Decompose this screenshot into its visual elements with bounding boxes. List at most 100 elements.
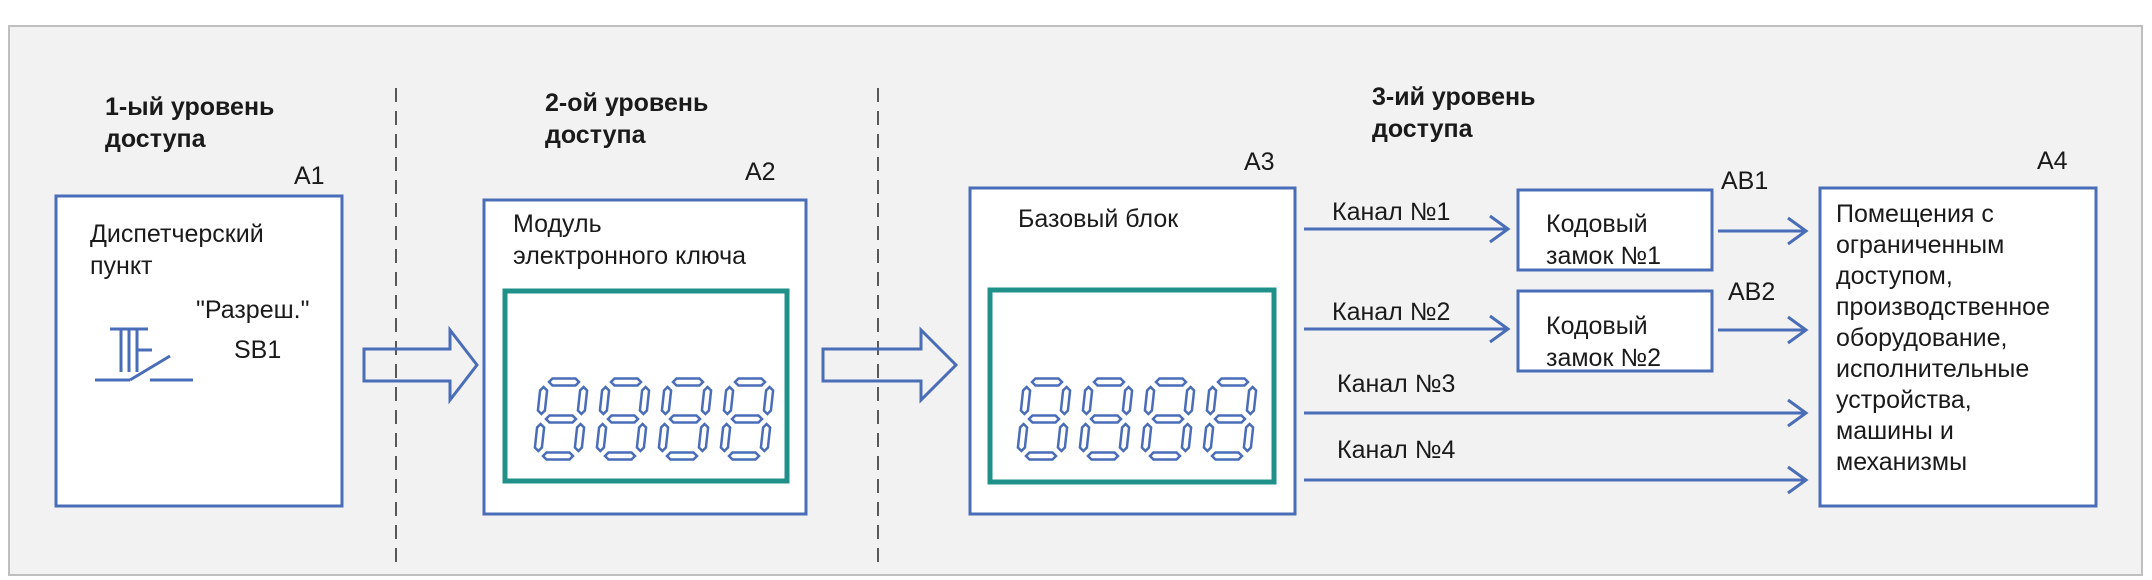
display-segment	[547, 377, 581, 387]
display-segment	[635, 422, 648, 453]
a4-line: ограниченным	[1836, 231, 2004, 259]
seven-segment-display-icon	[533, 377, 775, 461]
ab2-line1: Кодовый	[1546, 312, 1648, 340]
lock-1-output-arrow	[1718, 216, 1809, 246]
display-segment	[1121, 385, 1134, 416]
display-segment	[536, 385, 549, 416]
display-segment	[730, 414, 764, 424]
a2-title-line1: Модуль	[513, 210, 602, 238]
display-segment	[573, 422, 586, 453]
a4-line: механизмы	[1836, 448, 1967, 476]
display-segment	[727, 451, 761, 461]
a4-line: устройства,	[1836, 386, 1972, 414]
a4-line: машины и	[1836, 417, 1954, 445]
a4-tag: A4	[2037, 147, 2068, 175]
a4-description: Помещения с ограниченным доступом, произ…	[1836, 200, 2050, 476]
seven-segment-display-icon	[1016, 377, 1258, 461]
display-segment	[1205, 385, 1218, 416]
a1-tag: A1	[294, 162, 325, 190]
display-segment	[733, 377, 767, 387]
a1-button-id: SB1	[234, 336, 281, 364]
level1-heading-line2: доступа	[105, 125, 207, 153]
display-segment	[722, 385, 735, 416]
ab1-code-lock-box	[1516, 188, 1714, 272]
level3-heading-line1: 3-ий уровень	[1372, 83, 1535, 111]
display-segment	[1030, 377, 1064, 387]
display-segment	[1213, 414, 1247, 424]
channel-2-arrow	[1304, 314, 1511, 344]
display-segment	[1089, 414, 1123, 424]
display-segment	[1210, 451, 1244, 461]
display-segment	[1118, 422, 1131, 453]
a4-line: оборудование,	[1836, 324, 2007, 352]
display-segment	[1016, 422, 1029, 453]
hollow-arrow-a1-a2	[362, 325, 479, 405]
lock-2-output-arrow	[1718, 315, 1809, 345]
a1-title-line2: пункт	[90, 252, 153, 280]
display-segment	[1154, 377, 1188, 387]
display-segment	[1059, 385, 1072, 416]
display-segment	[671, 377, 705, 387]
level2-heading-line2: доступа	[545, 121, 647, 149]
level2-heading-line1: 2-ой уровень	[545, 89, 708, 117]
display-segment	[576, 385, 589, 416]
a3-title: Базовый блок	[1018, 205, 1179, 233]
a1-dispatcher-box	[54, 194, 344, 508]
a2-tag: A2	[745, 158, 776, 186]
a3-tag: A3	[1244, 148, 1275, 176]
ab2-code-lock-box	[1516, 289, 1714, 373]
ab1-line1: Кодовый	[1546, 210, 1648, 238]
display-segment	[1245, 385, 1258, 416]
a1-button-label: "Разреш."	[196, 296, 310, 324]
display-segment	[1027, 414, 1061, 424]
display-segment	[697, 422, 710, 453]
ab2-tag: АВ2	[1728, 278, 1775, 306]
display-segment	[1148, 451, 1182, 461]
display-segment	[668, 414, 702, 424]
a4-line: Помещения с	[1836, 200, 1994, 228]
display-segment	[1202, 422, 1215, 453]
a2-title-line2: электронного ключа	[513, 242, 746, 270]
display-segment	[1092, 377, 1126, 387]
a4-line: исполнительные	[1836, 355, 2029, 383]
display-segment	[660, 385, 673, 416]
channel-3-label: Канал №3	[1337, 370, 1455, 398]
channel-2-label: Канал №2	[1332, 298, 1450, 326]
level1-heading-line1: 1-ый уровень	[105, 93, 274, 121]
display-segment	[606, 414, 640, 424]
display-segment	[541, 451, 575, 461]
display-segment	[1078, 422, 1091, 453]
display-segment	[1086, 451, 1120, 461]
display-segment	[1151, 414, 1185, 424]
display-segment	[1242, 422, 1255, 453]
display-segment	[1056, 422, 1069, 453]
channel-1-arrow	[1304, 214, 1511, 244]
channel-4-label: Канал №4	[1337, 436, 1456, 464]
display-segment	[762, 385, 775, 416]
a4-restricted-premises-box	[1818, 186, 2098, 508]
pushbutton-switch-icon	[95, 327, 193, 382]
display-segment	[1019, 385, 1032, 416]
ab2-line2: замок №2	[1546, 344, 1661, 372]
level3-heading-line2: доступа	[1372, 115, 1474, 143]
display-segment	[665, 451, 699, 461]
hollow-arrow-a2-a3	[821, 326, 959, 404]
display-segment	[609, 377, 643, 387]
display-segment	[759, 422, 772, 453]
a1-title-line1: Диспетчерский	[90, 220, 264, 248]
display-segment	[1081, 385, 1094, 416]
display-segment	[1143, 385, 1156, 416]
display-segment	[603, 451, 637, 461]
ab1-line2: замок №1	[1546, 242, 1661, 270]
display-segment	[1180, 422, 1193, 453]
channel-4-arrow	[1304, 465, 1809, 495]
display-segment	[657, 422, 670, 453]
a4-line: доступом,	[1836, 262, 1953, 290]
display-segment	[598, 385, 611, 416]
display-segment	[719, 422, 732, 453]
display-segment	[544, 414, 578, 424]
display-segment	[595, 422, 608, 453]
ab1-tag: АВ1	[1721, 167, 1768, 195]
display-segment	[1183, 385, 1196, 416]
